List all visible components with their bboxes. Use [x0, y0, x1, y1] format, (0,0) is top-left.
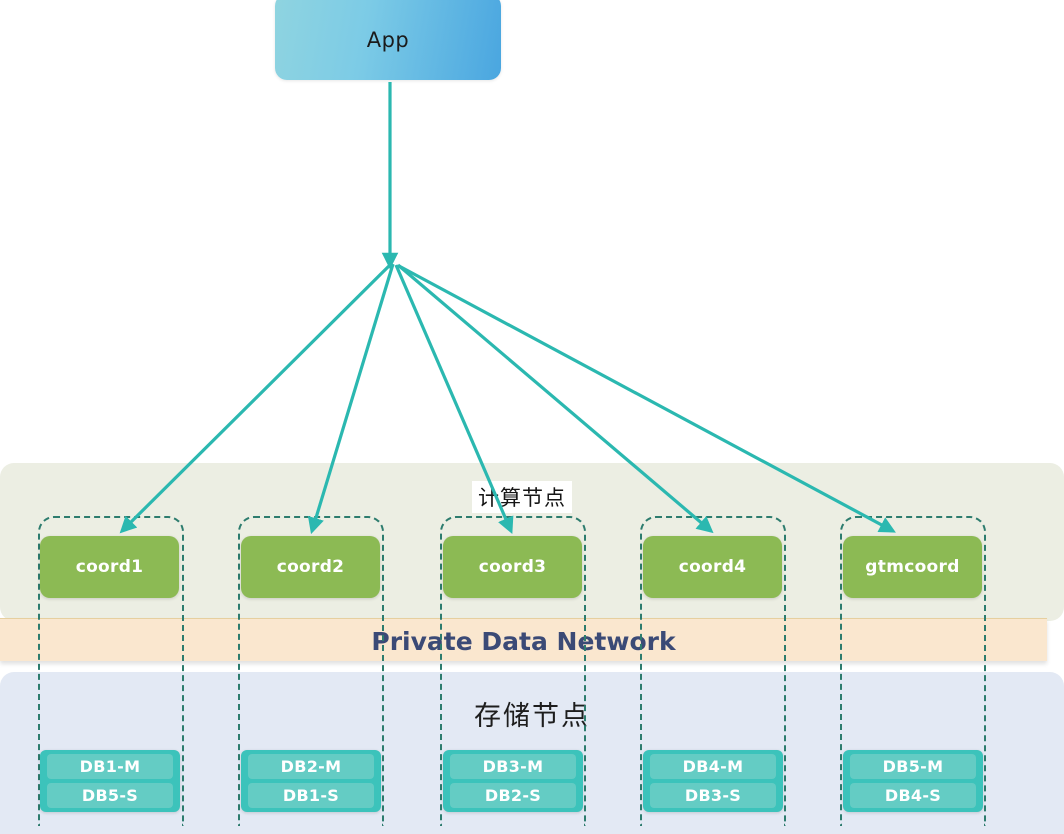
database-standby: DB2-S	[450, 783, 576, 808]
database-node-5[interactable]: DB5-M DB4-S	[843, 750, 983, 812]
coordinator-label: gtmcoord	[865, 557, 960, 577]
app-node[interactable]: App	[275, 0, 501, 80]
database-standby: DB1-S	[248, 783, 374, 808]
coordinator-label: coord3	[478, 557, 547, 577]
private-data-network-label: Private Data Network	[371, 627, 676, 656]
database-primary-label: DB1-M	[79, 757, 141, 776]
database-primary-label: DB3-M	[482, 757, 544, 776]
coordinator-node-4[interactable]: coord4	[643, 536, 782, 598]
coordinator-node-1[interactable]: coord1	[40, 536, 179, 598]
database-primary: DB4-M	[650, 754, 776, 779]
database-standby: DB4-S	[850, 783, 976, 808]
database-primary-label: DB4-M	[682, 757, 744, 776]
coordinator-label: coord4	[678, 557, 747, 577]
database-node-4[interactable]: DB4-M DB3-S	[643, 750, 783, 812]
database-standby-label: DB1-S	[282, 786, 340, 805]
coordinator-node-3[interactable]: coord3	[443, 536, 582, 598]
coordinator-node-5[interactable]: gtmcoord	[843, 536, 982, 598]
database-primary: DB3-M	[450, 754, 576, 779]
app-node-label: App	[366, 28, 410, 52]
coordinator-node-2[interactable]: coord2	[241, 536, 380, 598]
database-node-1[interactable]: DB1-M DB5-S	[40, 750, 180, 812]
compute-nodes-label-wrap: 计算节点	[472, 481, 572, 513]
storage-nodes-label: 存储节点	[474, 701, 590, 732]
database-standby-label: DB4-S	[884, 786, 942, 805]
database-node-2[interactable]: DB2-M DB1-S	[241, 750, 381, 812]
database-standby-label: DB3-S	[684, 786, 742, 805]
database-standby: DB3-S	[650, 783, 776, 808]
database-primary: DB1-M	[47, 754, 173, 779]
coordinator-label: coord1	[75, 557, 144, 577]
database-primary: DB2-M	[248, 754, 374, 779]
database-primary-label: DB5-M	[882, 757, 944, 776]
database-primary-label: DB2-M	[280, 757, 342, 776]
coordinator-label: coord2	[276, 557, 345, 577]
database-standby-label: DB2-S	[484, 786, 542, 805]
database-standby-label: DB5-S	[81, 786, 139, 805]
database-standby: DB5-S	[47, 783, 173, 808]
compute-nodes-label: 计算节点	[478, 486, 566, 510]
database-node-3[interactable]: DB3-M DB2-S	[443, 750, 583, 812]
database-primary: DB5-M	[850, 754, 976, 779]
private-data-network-band: Private Data Network	[0, 618, 1047, 661]
